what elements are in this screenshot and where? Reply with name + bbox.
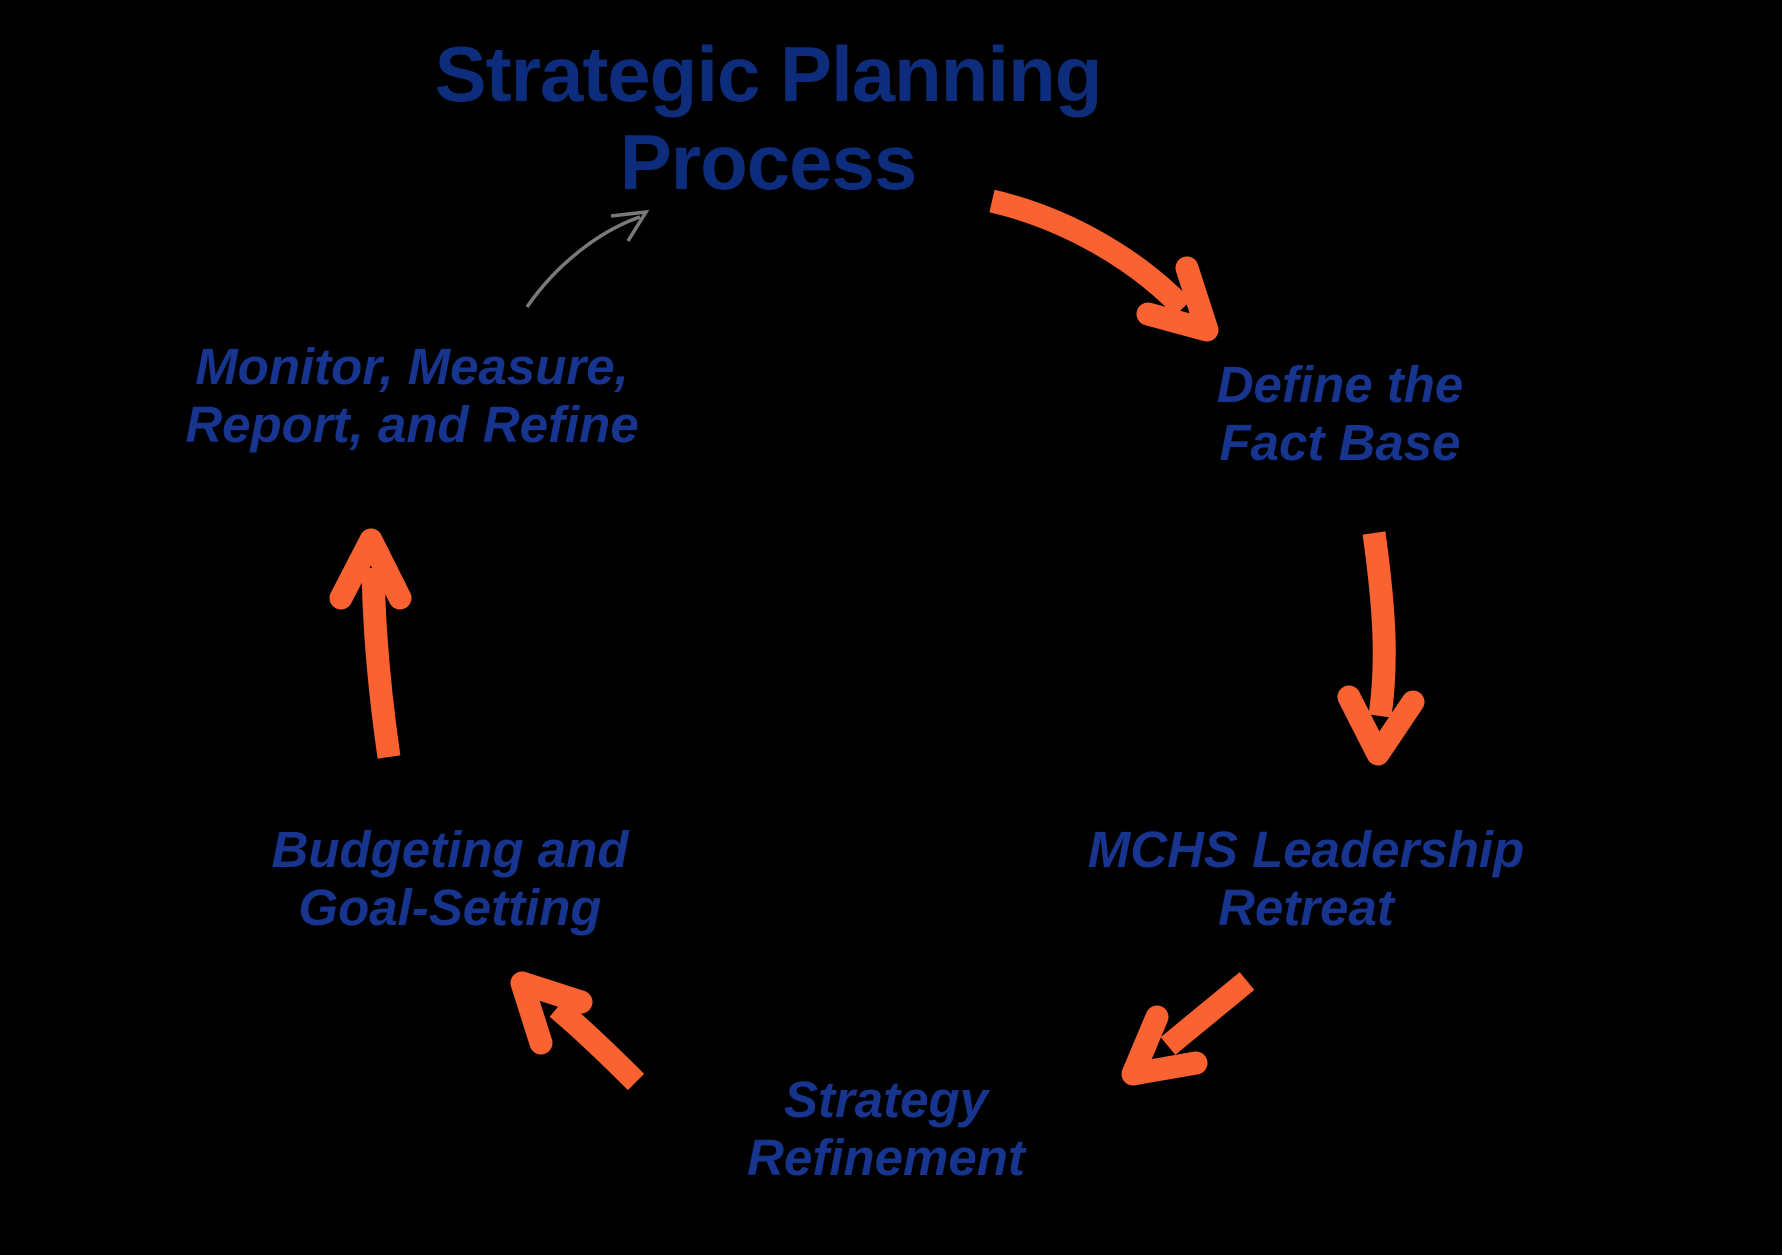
arrow-title-to-define-head [1136,256,1219,342]
arrow-title-to-define-shaft [989,189,1192,316]
arrow-mchs-to-strategy-head [1121,1005,1208,1086]
gray-return-arrow-head [610,209,650,242]
stage-label-line: Goal-Setting [298,879,602,936]
arrow-title-to-define-icon [989,189,1219,342]
arrow-strategy-to-budgeting-shaft [549,999,645,1091]
stage-label-line: Retreat [1218,879,1394,936]
stage-label-line: MCHS Leadership [1087,821,1525,878]
stage-label-budgeting-goal-setting: Budgeting and Goal-Setting [200,821,700,937]
stage-label-mchs-leadership-retreat: MCHS Leadership Retreat [1031,821,1581,937]
arrow-budgeting-to-monitor-head [329,528,412,610]
stage-label-line: Define the [1216,356,1464,413]
arrow-define-to-mchs-shaft [1362,531,1396,718]
arrow-mchs-to-strategy-icon [1121,972,1255,1086]
stage-label-monitor-measure-report-refine: Monitor, Measure, Report, and Refine [112,338,712,454]
diagram-title-line2: Process [619,118,918,206]
arrow-strategy-to-budgeting-head [510,971,593,1055]
stage-label-line: Fact Base [1219,414,1461,471]
gray-return-arrow-icon [525,209,650,308]
stage-label-line: Report, and Refine [185,396,639,453]
stage-label-define-fact-base: Define the Fact Base [1140,356,1540,472]
stage-label-strategy-refinement: Strategy Refinement [686,1071,1086,1187]
stage-label-line: Refinement [747,1129,1025,1186]
arrow-define-to-mchs-head [1337,685,1425,766]
stage-label-line: Monitor, Measure, [195,338,629,395]
gray-return-arrow-shaft [525,215,641,308]
stage-label-line: Budgeting and [271,821,629,878]
arrow-budgeting-to-monitor-icon [329,528,412,759]
diagram-title-line1: Strategic Planning [434,30,1103,118]
arrow-mchs-to-strategy-shaft [1160,972,1255,1055]
arrow-budgeting-to-monitor-shaft [361,567,401,759]
arrow-strategy-to-budgeting-icon [510,971,645,1091]
stage-label-line: Strategy [783,1071,989,1128]
diagram-title: Strategic Planning Process [368,30,1168,206]
arrow-define-to-mchs-icon [1337,531,1425,766]
